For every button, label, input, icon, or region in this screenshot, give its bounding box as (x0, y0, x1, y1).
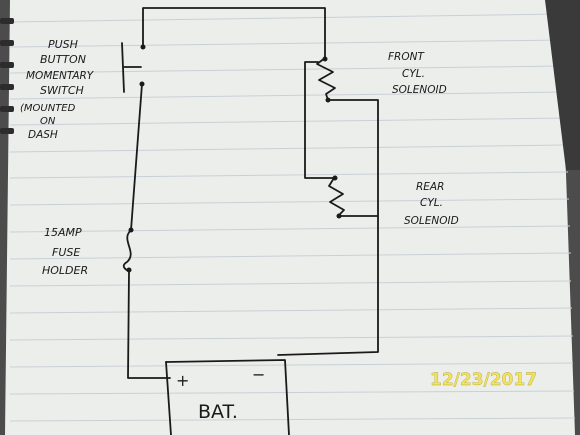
label-front-line2: CYL. (402, 68, 425, 80)
rear-solenoid-coil (328, 177, 345, 217)
label-rear-line2: CYL. (420, 197, 443, 209)
battery-minus-sign: − (252, 365, 265, 384)
label-front-line1: FRONT (388, 51, 425, 63)
label-mount-line1: (MOUNTED (20, 103, 76, 114)
label-rear-line1: REAR (416, 181, 444, 193)
label-mount-line3: DASH (28, 129, 58, 141)
wire-right-return (277, 99, 379, 356)
spiral-binding (0, 18, 14, 134)
label-front-line3: SOLENOID (392, 84, 447, 96)
fuse-element (122, 229, 132, 272)
label-mount-line2: ON (40, 116, 56, 127)
wire-top (142, 7, 326, 59)
label-fuse-line2: FUSE (52, 246, 80, 259)
label-rear-line3: SOLENOID (404, 215, 459, 227)
wire-fuse-to-battery (127, 270, 171, 379)
battery-left-side (165, 361, 172, 435)
terminal-dots (126, 44, 342, 273)
date-stamp: 12/23/2017 (430, 370, 537, 390)
label-switch-line3: MOMENTARY (26, 70, 95, 82)
circuit-wiring (121, 7, 379, 435)
paper-sheet (5, 0, 575, 435)
front-solenoid-coil (316, 57, 336, 101)
rule-lines (9, 13, 576, 422)
switch-blade (121, 42, 125, 93)
wire-solenoid-bridge (304, 61, 335, 179)
label-fuse-line1: 15AMP (44, 226, 82, 239)
battery-box (165, 359, 290, 435)
label-switch-line4: SWITCH (40, 84, 84, 97)
battery-label: BAT. (198, 401, 238, 423)
handwritten-labels: PUSH BUTTON MOMENTARY SWITCH (MOUNTED ON… (20, 38, 459, 423)
edge-shadow (545, 0, 580, 170)
label-fuse-line3: HOLDER (42, 264, 88, 277)
label-switch-line2: BUTTON (40, 53, 86, 66)
wire-switch-to-fuse (130, 83, 143, 231)
battery-plus-sign: + (176, 371, 189, 390)
label-switch-line1: PUSH (48, 38, 78, 51)
